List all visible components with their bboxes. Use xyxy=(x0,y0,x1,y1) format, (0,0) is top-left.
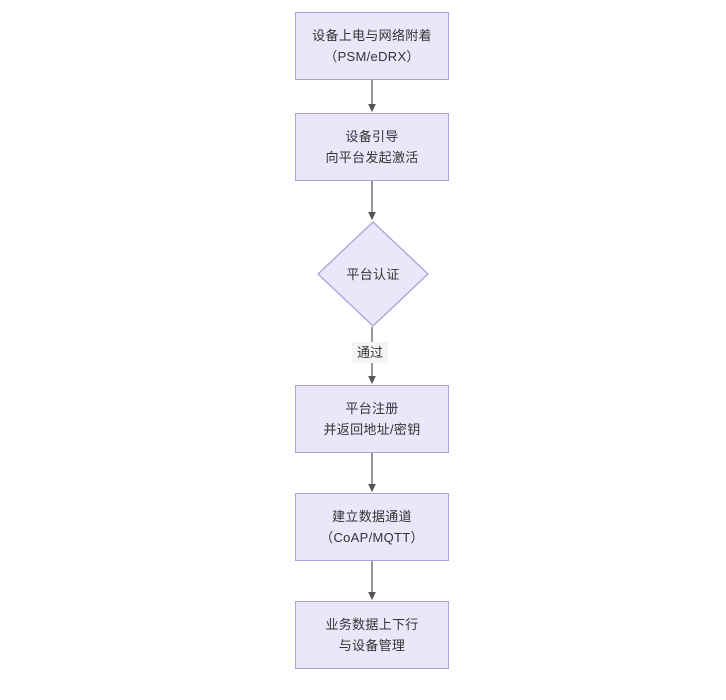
edge-label-pass: 通过 xyxy=(352,342,389,363)
node-channel-line-2: （CoAP/MQTT） xyxy=(320,530,424,545)
node-business-line-1: 业务数据上下行 xyxy=(325,617,419,632)
node-auth-label-wrap: 平台认证 xyxy=(317,221,429,327)
node-auth-decision[interactable]: 平台认证 xyxy=(317,221,429,327)
node-power-on-line-2: （PSM/eDRX） xyxy=(324,49,420,64)
node-channel[interactable]: 建立数据通道 （CoAP/MQTT） xyxy=(295,493,449,561)
node-power-on-line-1: 设备上电与网络附着 xyxy=(312,28,432,43)
node-register[interactable]: 平台注册 并返回地址/密钥 xyxy=(295,385,449,453)
node-channel-line-1: 建立数据通道 xyxy=(332,509,412,524)
node-bootstrap[interactable]: 设备引导 向平台发起激活 xyxy=(295,113,449,181)
node-register-line-1: 平台注册 xyxy=(345,401,399,416)
node-register-line-2: 并返回地址/密钥 xyxy=(323,422,421,437)
node-bootstrap-line-2: 向平台发起激活 xyxy=(325,150,419,165)
node-auth-line-1: 平台认证 xyxy=(346,266,400,282)
diamond-shape-icon xyxy=(317,221,429,327)
node-business[interactable]: 业务数据上下行 与设备管理 xyxy=(295,601,449,669)
node-business-line-2: 与设备管理 xyxy=(338,638,406,653)
node-power-on[interactable]: 设备上电与网络附着 （PSM/eDRX） xyxy=(295,12,449,80)
node-bootstrap-line-1: 设备引导 xyxy=(345,129,399,144)
